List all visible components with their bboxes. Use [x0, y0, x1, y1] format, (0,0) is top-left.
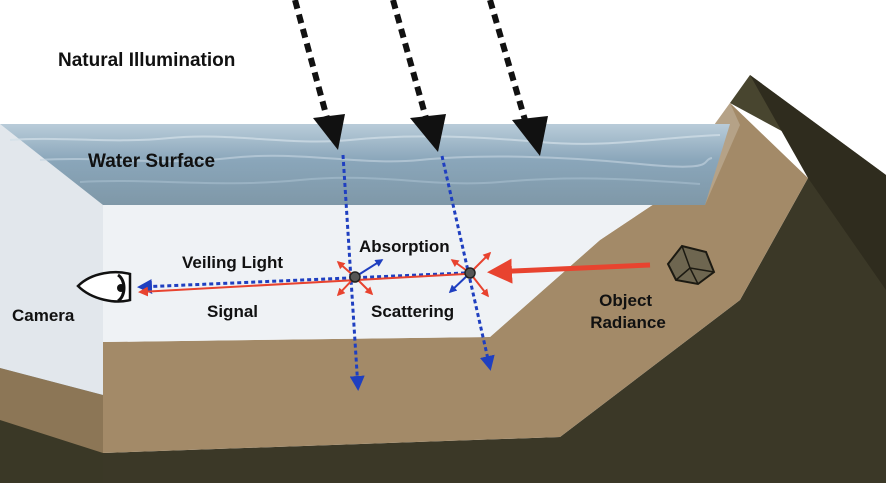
water-surface-label: Water Surface — [88, 151, 215, 172]
scattered-light-rays — [137, 154, 495, 391]
veiling-light-label: Veiling Light — [182, 253, 283, 272]
particle — [349, 271, 361, 283]
rock-icon — [666, 244, 716, 286]
scattering-site-right — [448, 251, 492, 298]
sunlight-arrowhead — [313, 114, 345, 150]
object-radiance-line-2: Radiance — [590, 313, 666, 332]
sunlight-ray — [487, 0, 528, 121]
water-surface-plane — [0, 124, 730, 205]
object-radiance-arrow — [487, 258, 651, 284]
sunlight-ray — [390, 0, 429, 119]
sunlight-arrowhead — [410, 114, 446, 152]
eye-icon — [76, 270, 132, 303]
scattering-label: Scattering — [371, 302, 454, 321]
signal-arrow — [138, 273, 466, 297]
object-radiance-line-1: Object — [599, 291, 652, 310]
natural-illumination-label: Natural Illumination — [58, 50, 235, 71]
signal-path — [138, 258, 651, 297]
object-radiance-label: Object Radiance — [590, 291, 666, 332]
sunlight-rays — [292, 0, 548, 156]
sunlight-arrowhead — [512, 116, 548, 156]
signal-label: Signal — [207, 302, 258, 321]
downwelling-ray — [341, 154, 365, 391]
scattering-site-left — [336, 259, 384, 297]
veiling-light-ray — [137, 271, 466, 294]
sediment-layer — [0, 103, 808, 453]
absorption-label: Absorption — [359, 237, 450, 256]
particle — [464, 267, 476, 279]
camera-label: Camera — [12, 306, 75, 325]
sunlight-ray — [292, 0, 330, 119]
downwelling-ray — [440, 155, 495, 371]
